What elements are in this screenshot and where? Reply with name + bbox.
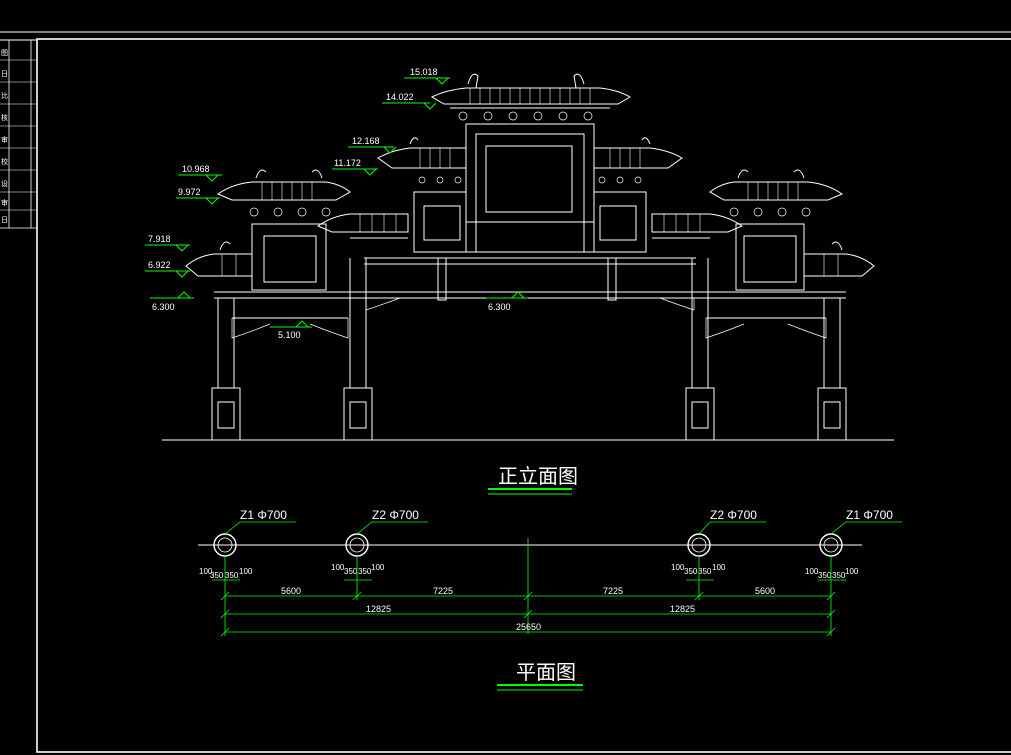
level-label: 7.918 (148, 234, 171, 244)
side-bay-inner-right (593, 191, 647, 253)
side-bay-inner-left (413, 191, 467, 253)
plan-drawing: Z1 Φ700 Z2 Φ700 Z2 Φ700 Z1 Φ700 100 350 … (198, 508, 902, 637)
title-block-label: 比 (1, 91, 8, 100)
level-markers (145, 77, 528, 328)
column-2 (343, 258, 373, 441)
roof-secondary-left (216, 169, 351, 217)
title-block-label: 核 (1, 113, 8, 122)
dim-label: 100 (845, 567, 859, 576)
level-label: 14.022 (386, 92, 414, 102)
roof-inner-lower-left (316, 213, 409, 239)
level-marker (382, 102, 437, 110)
level-marker (348, 146, 397, 154)
level-label: 6.922 (148, 260, 171, 270)
level-label: 6.300 (152, 302, 175, 312)
plan-title: 平面图 (516, 662, 576, 684)
level-label: 11.172 (334, 158, 361, 168)
level-label: 10.968 (182, 164, 210, 174)
column-3 (685, 258, 715, 441)
title-block-label: 校 (1, 157, 8, 166)
title-block-label: 日 (1, 216, 8, 224)
drawing-frame (0, 31, 1011, 753)
level-marker (145, 270, 190, 278)
roof-outer-lower-left (185, 241, 253, 277)
dim-label: 7225 (603, 586, 623, 596)
level-marker (145, 244, 190, 252)
dim-label: 100 (671, 563, 685, 572)
column-label: Z1 Φ700 (240, 508, 287, 522)
title-block: 图 日 比 核 审 校 设 审 日 (0, 49, 37, 224)
dim-label: 12825 (366, 604, 391, 614)
level-label: 5.100 (278, 330, 301, 340)
title-block-label: 日 (1, 70, 8, 78)
column-label: Z1 Φ700 (846, 508, 893, 522)
level-marker (332, 168, 378, 176)
level-marker (270, 320, 312, 328)
dim-label: 25650 (516, 622, 541, 632)
title-block-label: 图 (1, 49, 8, 57)
dim-label: 100 (331, 563, 345, 572)
column-label: Z2 Φ700 (372, 508, 419, 522)
roof-inner-lower-right (651, 213, 744, 239)
dim-label: 5600 (755, 586, 775, 596)
roof-mid-left (377, 137, 467, 184)
dim-label: 5600 (281, 586, 301, 596)
dim-label: 350 (210, 571, 224, 580)
column-4 (817, 298, 847, 441)
dim-label: 7225 (433, 586, 453, 596)
level-label: 15.018 (410, 67, 438, 77)
title-block-label: 审 (1, 198, 8, 207)
dim-label: 350 (698, 567, 712, 576)
level-label: 6.300 (488, 302, 511, 312)
dim-label: 12825 (670, 604, 695, 614)
dim-label: 350 (358, 567, 372, 576)
dim-label: 350 (832, 571, 846, 580)
dim-label: 350 (684, 567, 698, 576)
roof-outer-lower-right (803, 241, 875, 277)
dim-label: 100 (239, 567, 253, 576)
front-elevation-drawing (162, 73, 894, 441)
elevation-title: 正立面图 (498, 465, 578, 488)
beams (214, 257, 846, 319)
level-marker (178, 174, 222, 182)
column-label: Z2 Φ700 (710, 508, 757, 522)
title-block-label: 设 (1, 179, 8, 188)
central-bay (465, 123, 595, 253)
title-block-label: 审 (1, 135, 8, 144)
level-label: 12.168 (352, 136, 380, 146)
column-1 (211, 298, 241, 441)
level-marker (486, 291, 528, 299)
level-label: 9.972 (178, 187, 201, 197)
plan-title-group: 平面图 (497, 662, 583, 691)
roof-mid-right (593, 137, 683, 184)
roof-central-top (430, 73, 631, 121)
level-marker (176, 197, 220, 205)
dim-label: 350 (344, 567, 358, 576)
level-marker (404, 77, 450, 85)
dim-label: 350 (225, 571, 239, 580)
level-labels: 15.018 14.022 12.168 11.172 10.968 9.972… (148, 67, 511, 340)
level-marker (150, 291, 194, 299)
elevation-title-group: 正立面图 (488, 465, 578, 495)
dim-label: 100 (199, 567, 213, 576)
roof-secondary-right (709, 169, 844, 217)
dim-label: 350 (818, 571, 832, 580)
dim-label: 100 (712, 563, 726, 572)
dim-label: 100 (371, 563, 385, 572)
dim-label: 100 (805, 567, 819, 576)
